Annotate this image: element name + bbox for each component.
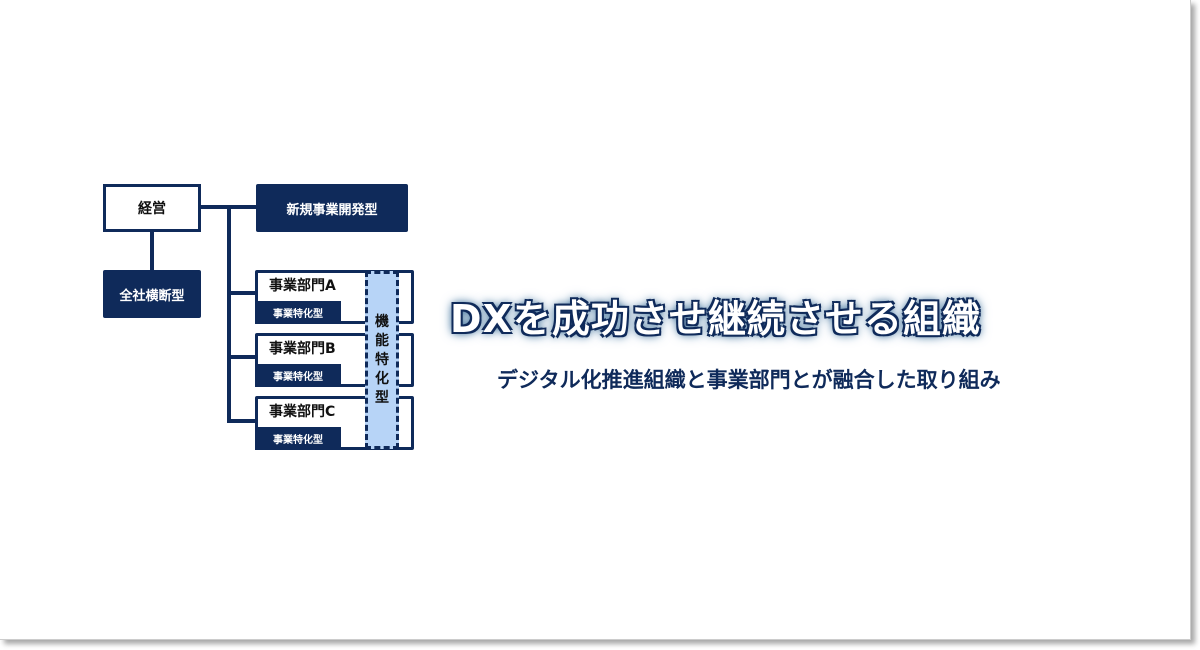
connector-line [150,231,154,271]
unit-name: 事業部門B [269,341,336,357]
function-specialized-column: 機 能 特 化 型 [365,271,399,449]
unit-type: 事業特化型 [255,301,341,324]
connector-trunk [227,205,231,423]
company-wide-box: 全社横断型 [103,270,201,318]
function-char: 機 [375,313,389,330]
main-title: DXを成功させ継続させる組織 [450,297,981,341]
function-char: 特 [375,351,389,368]
unit-name: 事業部門C [269,404,336,420]
connector-line [227,419,257,423]
connector-line [227,291,257,295]
function-char: 型 [375,389,389,406]
new-business-box: 新規事業開発型 [256,184,408,232]
unit-type: 事業特化型 [255,364,341,387]
slide: 経営 全社横断型 新規事業開発型 事業部門A 事業特化型 事業部門B 事業特化型… [0,0,1191,640]
subtitle: デジタル化推進組織と事業部門とが融合した取り組み [497,368,1001,392]
function-char: 化 [375,370,389,387]
function-char: 能 [375,332,389,349]
connector-line [227,355,257,359]
unit-type: 事業特化型 [255,427,341,450]
unit-name: 事業部門A [269,278,336,294]
management-box: 経営 [103,184,201,232]
